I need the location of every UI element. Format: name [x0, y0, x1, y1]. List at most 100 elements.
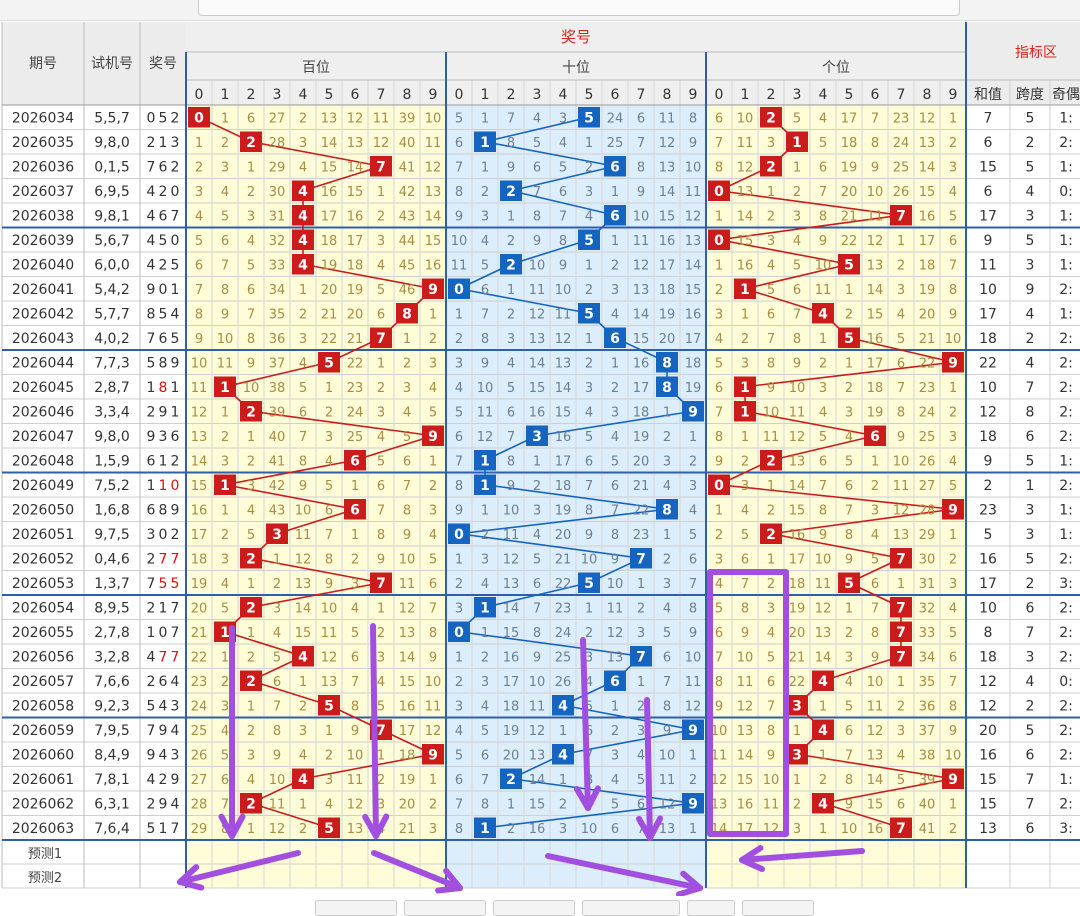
miss-count: 2 — [715, 528, 723, 543]
miss-count: 12 — [477, 430, 494, 445]
miss-count: 1 — [351, 528, 359, 543]
miss-count: 1 — [741, 430, 749, 445]
miss-count: 3 — [689, 479, 697, 494]
award-digit: 2 — [159, 257, 168, 273]
hit-digit: 4 — [298, 208, 308, 224]
trend-line — [484, 140, 616, 168]
hit-box — [812, 793, 834, 814]
annotation-stroke — [739, 845, 764, 863]
miss-count: 3 — [741, 356, 749, 371]
hit-digit: 2 — [506, 772, 516, 788]
hit-digit: 0 — [714, 478, 724, 494]
miss-count: 2 — [221, 430, 229, 445]
trial-cell: 9,8,0 — [94, 135, 130, 151]
hit-box — [760, 523, 782, 544]
trend-line — [536, 410, 694, 437]
trial-cell: 9,8,0 — [94, 429, 130, 445]
miss-count: 10 — [269, 773, 286, 788]
miss-count: 13 — [347, 136, 364, 151]
pager-button-3[interactable] — [493, 900, 575, 916]
pager-button-5[interactable] — [687, 900, 735, 916]
miss-count: 10 — [945, 748, 962, 763]
miss-count: 3 — [897, 283, 905, 298]
trend-line — [224, 361, 330, 388]
hit-box — [292, 229, 314, 250]
miss-count: 17 — [399, 724, 416, 739]
miss-count: 3 — [897, 724, 905, 739]
miss-count: 2 — [221, 675, 229, 690]
miss-count: 11 — [529, 699, 546, 714]
hit-box — [812, 670, 834, 691]
pager-button-1[interactable] — [315, 900, 397, 916]
miss-count: 3 — [533, 503, 541, 518]
trend-line — [302, 165, 382, 192]
miss-count: 10 — [243, 381, 260, 396]
hit-digit: 5 — [584, 233, 594, 249]
miss-count: 11 — [529, 283, 546, 298]
hit-digit: 2 — [506, 184, 516, 200]
miss-count: 9 — [611, 552, 619, 567]
miss-count: 12 — [399, 601, 416, 616]
miss-count: 1 — [819, 822, 827, 837]
miss-count: 18 — [659, 283, 676, 298]
miss-count: 5 — [299, 381, 307, 396]
period-cell: 2026045 — [12, 380, 74, 396]
miss-count: 2 — [377, 626, 385, 641]
award-digit: 6 — [147, 502, 156, 518]
digit-header: 3 — [793, 87, 802, 103]
miss-count: 40 — [919, 797, 936, 812]
hit-digit: 2 — [766, 159, 776, 175]
miss-count: 6 — [351, 650, 359, 665]
miss-count: 6 — [403, 454, 411, 469]
pager-button-6[interactable] — [742, 900, 814, 916]
hit-box — [656, 499, 678, 520]
miss-count: 9 — [351, 724, 359, 739]
miss-count: 6 — [819, 454, 827, 469]
miss-count: 2 — [585, 160, 593, 175]
miss-count: 15 — [659, 209, 676, 224]
col-header-odd-even: 奇偶 — [1052, 86, 1080, 103]
miss-count: 1 — [455, 552, 463, 567]
miss-count: 13 — [815, 626, 832, 641]
miss-count: 12 — [425, 160, 442, 175]
span-cell: 5 — [1026, 159, 1035, 175]
miss-count: 7 — [637, 822, 645, 837]
miss-count: 1 — [793, 724, 801, 739]
hit-digit: 3 — [792, 698, 802, 714]
miss-count: 7 — [767, 332, 775, 347]
address-bar[interactable] — [198, 0, 960, 16]
hit-digit: 7 — [896, 600, 906, 616]
pager-button-2[interactable] — [404, 900, 486, 916]
miss-count: 4 — [585, 209, 593, 224]
sum-cell: 23 — [979, 502, 997, 518]
miss-count: 2 — [663, 430, 671, 445]
miss-count: 1 — [247, 626, 255, 641]
hit-digit: 7 — [376, 331, 386, 347]
award-digit: 5 — [147, 698, 156, 714]
miss-count: 1 — [845, 283, 853, 298]
miss-count: 8 — [949, 283, 957, 298]
span-cell: 9 — [1026, 282, 1035, 298]
miss-count: 37 — [919, 724, 936, 739]
hit-digit: 7 — [376, 159, 386, 175]
period-cell: 2026053 — [12, 576, 74, 592]
miss-count: 12 — [659, 797, 676, 812]
period-cell: 2026037 — [12, 184, 74, 200]
trend-line — [250, 679, 330, 707]
sum-cell: 18 — [979, 649, 997, 665]
miss-count: 39 — [269, 405, 286, 420]
miss-count: 9 — [819, 528, 827, 543]
miss-count: 15 — [399, 675, 416, 690]
miss-count: 21 — [919, 332, 936, 347]
hit-box — [318, 695, 340, 716]
hit-box — [500, 180, 522, 201]
miss-count: 29 — [191, 822, 208, 837]
hit-digit: 5 — [324, 698, 334, 714]
miss-count: 8 — [689, 601, 697, 616]
miss-count: 13 — [867, 258, 884, 273]
hit-digit: 2 — [246, 600, 256, 616]
miss-count: 2 — [507, 234, 515, 249]
miss-count: 8 — [741, 601, 749, 616]
miss-count: 7 — [689, 577, 697, 592]
pager-button-4[interactable] — [582, 900, 680, 916]
